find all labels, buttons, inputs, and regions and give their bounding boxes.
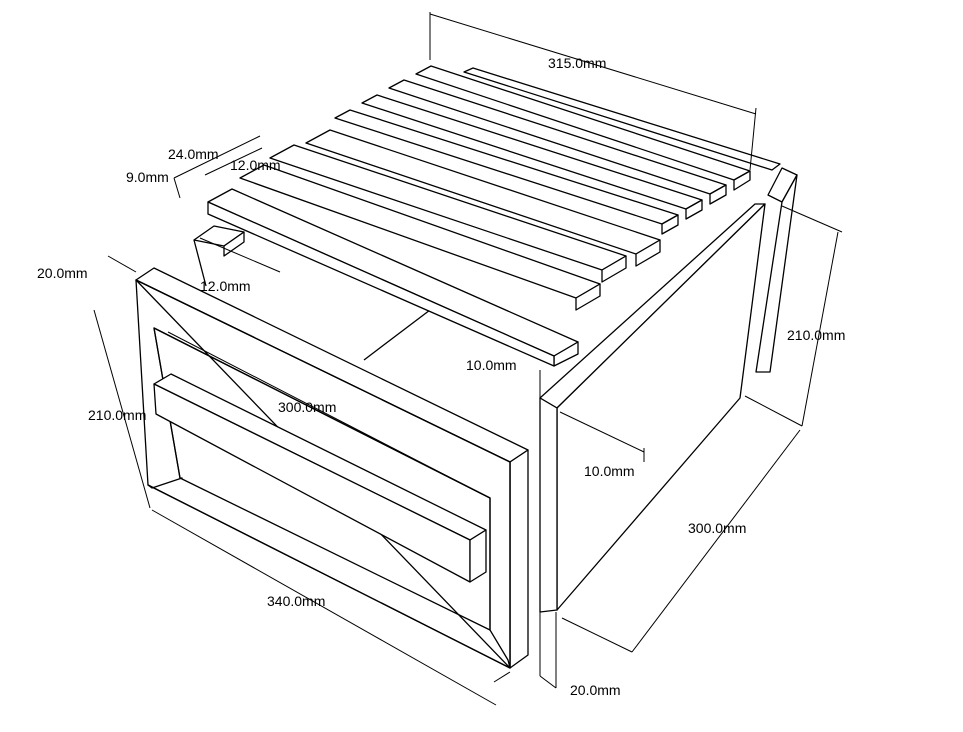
back-side-panel — [755, 167, 798, 373]
dim-front-height: 210.0mm — [88, 407, 146, 423]
dim-front-thickness: 20.0mm — [37, 265, 88, 281]
front-panel — [135, 267, 529, 669]
dim-side-depth: 300.0mm — [688, 520, 746, 536]
dim-lower-gap: 12.0mm — [200, 278, 251, 294]
slat-1 — [463, 67, 781, 171]
dim-slat-gap: 12.0mm — [230, 157, 281, 173]
dim-bottom-thickness: 20.0mm — [570, 682, 621, 698]
dim-front-width: 340.0mm — [267, 593, 325, 609]
inner-panel-edge — [363, 309, 431, 361]
dim-top-depth: 315.0mm — [548, 55, 606, 71]
dim-side-inset: 10.0mm — [466, 357, 517, 373]
dimension-labels: 315.0mm 24.0mm 12.0mm 9.0mm 20.0mm 12.0m… — [37, 55, 845, 698]
right-side-panel — [539, 203, 766, 613]
dim-slat-width: 24.0mm — [168, 146, 219, 162]
dimension-lines — [93, 12, 843, 706]
dim-slat-thickness: 9.0mm — [126, 169, 169, 185]
top-slats — [207, 65, 781, 367]
dim-inner-inset: 10.0mm — [584, 463, 635, 479]
dim-side-height: 210.0mm — [787, 327, 845, 343]
lower-slat — [193, 225, 245, 287]
dim-handle-length: 300.0mm — [278, 399, 336, 415]
